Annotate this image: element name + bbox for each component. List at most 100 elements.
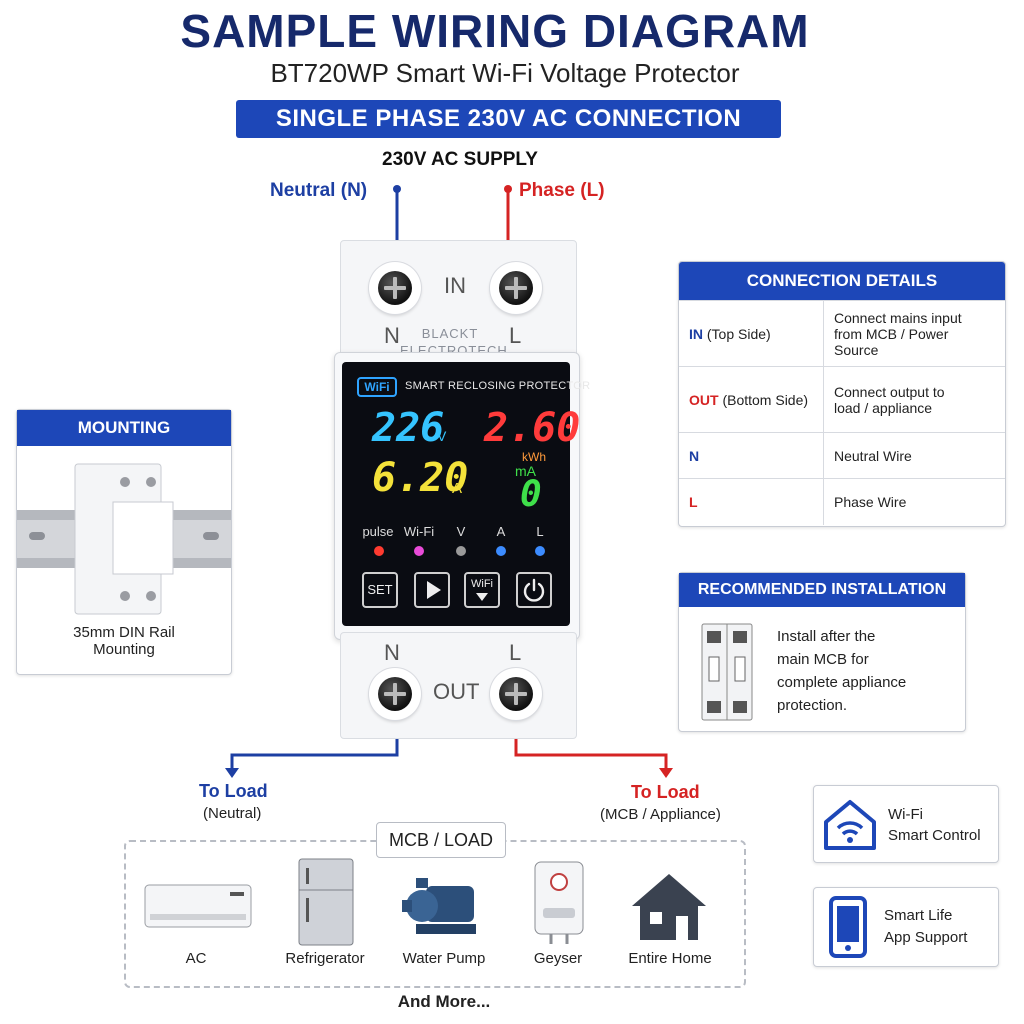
and-more-label: And More... <box>397 992 491 1011</box>
key-out: OUT <box>689 391 719 408</box>
recommended-line-2: main MCB for <box>777 651 869 668</box>
wifi-feature-line-1: Wi-Fi <box>888 806 923 823</box>
led-label-l: L <box>536 524 544 539</box>
load-item-entire-home: Entire Home <box>628 950 712 967</box>
row-value-n: Neutral Wire <box>823 432 1005 479</box>
row-key-l: L <box>679 478 824 525</box>
recommended-line-1: Install after the <box>777 628 876 645</box>
row-value-l: Phase Wire <box>823 478 1005 525</box>
product-subtitle: BT720WP Smart Wi-Fi Voltage Protector <box>270 58 740 88</box>
row-key-out: OUT (Bottom Side) <box>679 366 824 433</box>
connection-details-box: CONNECTION DETAILS IN (Top Side) Connect… <box>678 261 1006 527</box>
mcb-load-tag: MCB / LOAD <box>376 822 506 858</box>
app-feature-box: Smart Life App Support <box>813 887 999 967</box>
led-label-pulse: pulse <box>362 524 394 539</box>
phase-load-title: To Load <box>631 782 700 802</box>
screw-icon <box>378 677 412 711</box>
out-l-label: L <box>509 640 522 665</box>
house-icon <box>632 874 706 940</box>
din-rail-icon <box>17 463 231 615</box>
page-title: SAMPLE WIRING DIAGRAM <box>180 5 810 57</box>
load-item-ac: AC <box>185 950 207 967</box>
key-l: L <box>689 493 698 510</box>
brand-line1: BLACKT <box>421 326 479 341</box>
mcb-icon <box>701 623 753 721</box>
neutral-input-label: Neutral (N) <box>270 180 368 201</box>
current-unit: A <box>452 480 463 497</box>
geyser-icon <box>534 861 584 944</box>
pulse-led <box>374 546 384 556</box>
leakage-reading: 0 <box>520 474 542 515</box>
value-out-1: Connect output to <box>834 383 945 400</box>
neutral-load-title: To Load <box>199 781 268 801</box>
wifi-led <box>414 546 424 556</box>
in-l-label: L <box>509 323 522 348</box>
load-item-refrigerator: Refrigerator <box>285 950 365 967</box>
leakage-unit: mA <box>515 463 536 479</box>
table-row: L Phase Wire <box>679 478 1005 525</box>
output-neutral-terminal <box>369 668 421 720</box>
neutral-output-arrow <box>225 768 239 778</box>
out-n-label: N <box>384 640 400 665</box>
led-label-wifi: Wi-Fi <box>403 524 435 539</box>
energy-unit: kWh <box>522 450 546 464</box>
connection-details-header: CONNECTION DETAILS <box>679 262 1005 300</box>
key-out-suffix: (Bottom Side) <box>718 391 809 408</box>
input-neutral-terminal <box>369 262 421 314</box>
recommended-line-4: protection. <box>777 697 848 714</box>
mounting-caption-1: 35mm DIN Rail <box>73 624 175 641</box>
load-item-water-pump: Water Pump <box>402 950 486 967</box>
value-l: Phase Wire <box>834 493 907 510</box>
refrigerator-icon <box>298 858 354 946</box>
key-in: IN <box>689 325 703 342</box>
wifi-feature-box: Wi-Fi Smart Control <box>813 785 999 863</box>
set-button[interactable]: SET <box>362 572 398 608</box>
neutral-load-sub: (Neutral) <box>203 805 262 822</box>
voltage-reading: 226 <box>372 405 445 451</box>
output-phase-terminal <box>490 668 542 720</box>
table-row: N Neutral Wire <box>679 432 1005 479</box>
recommended-header: RECOMMENDED INSTALLATION <box>679 573 965 607</box>
connection-banner: SINGLE PHASE 230V AC CONNECTION <box>236 100 781 138</box>
row-key-n: N <box>679 432 824 479</box>
in-label: IN <box>444 273 466 298</box>
current-led <box>496 546 506 556</box>
wifi-feature-line-2: Smart Control <box>888 827 981 844</box>
mounting-box: MOUNTING 35mm DIN Rail Mounting <box>16 409 232 675</box>
value-in-2: from MCB / Power Source <box>834 325 949 358</box>
value-out-2: load / appliance <box>834 399 933 416</box>
mounting-header: MOUNTING <box>17 410 231 446</box>
in-n-label: N <box>384 323 400 348</box>
supply-label: 230V AC SUPPLY <box>382 149 538 170</box>
smartphone-icon <box>829 896 867 958</box>
recommended-installation-box: RECOMMENDED INSTALLATION Install after t… <box>678 572 966 732</box>
value-n: Neutral Wire <box>834 447 912 464</box>
row-key-in: IN (Top Side) <box>679 300 824 367</box>
voltage-led <box>456 546 466 556</box>
app-feature-line-1: Smart Life <box>884 907 953 924</box>
screw-icon <box>378 271 412 305</box>
power-button[interactable] <box>516 572 552 608</box>
home-wifi-icon <box>824 800 876 850</box>
current-reading: 6.20 <box>372 455 469 501</box>
phase-led <box>535 546 545 556</box>
wifi-button-label: WiFi <box>471 578 493 590</box>
recommended-text: Install after the main MCB for complete … <box>777 625 906 717</box>
water-pump-icon <box>402 878 476 934</box>
play-button[interactable] <box>414 572 450 608</box>
load-item-geyser: Geyser <box>533 950 583 967</box>
wifi-button[interactable]: WiFi <box>464 572 500 608</box>
screw-icon <box>499 271 533 305</box>
air-conditioner-icon <box>144 884 252 928</box>
key-in-suffix: (Top Side) <box>703 325 771 342</box>
value-in-1: Connect mains input <box>834 309 962 326</box>
mounting-caption-2: Mounting <box>93 641 155 658</box>
play-icon <box>427 581 441 599</box>
key-n: N <box>689 447 700 464</box>
wifi-badge: WiFi <box>357 377 397 397</box>
